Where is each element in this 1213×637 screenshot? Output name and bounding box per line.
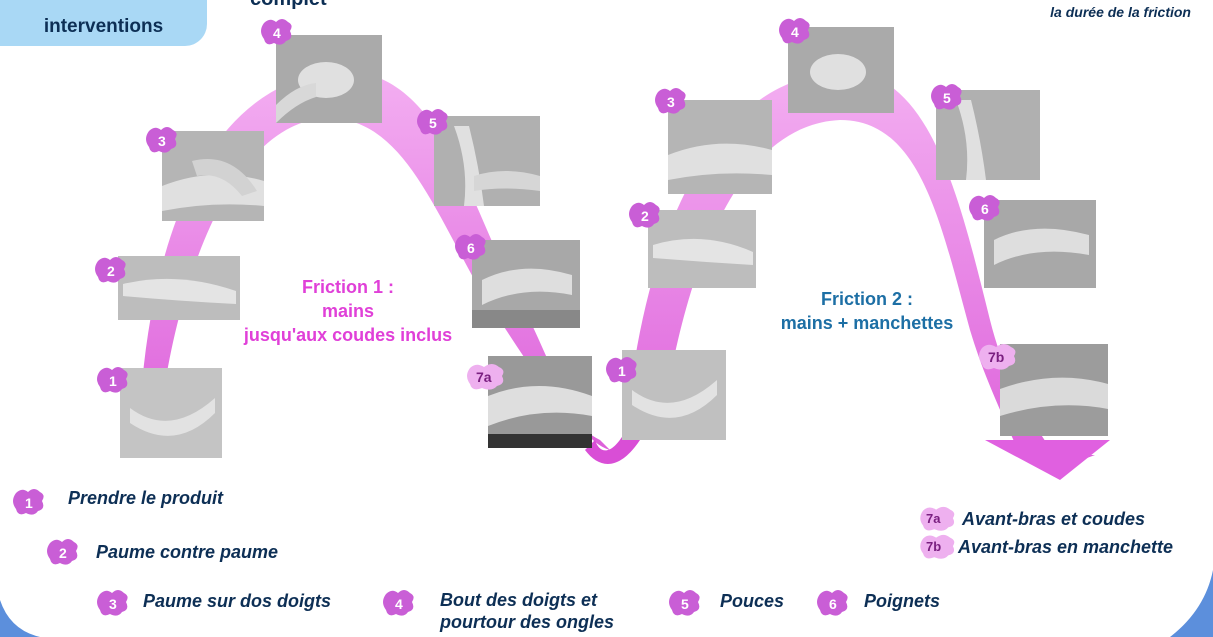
legend-badge-5: 5 — [668, 588, 702, 618]
badge-f2-1-text: 1 — [618, 363, 626, 379]
legend-badge-1: 1 — [12, 487, 46, 517]
badge-f2-4: 4 — [778, 16, 812, 46]
legend-badge-2-text: 2 — [59, 545, 67, 561]
legend-badge-3: 3 — [96, 588, 130, 618]
friction1-title-block: Friction 1 : mains jusqu'aux coudes incl… — [228, 275, 468, 347]
badge-f1-1-text: 1 — [109, 373, 117, 389]
f1-photo-step6 — [472, 240, 580, 328]
legend-badge-2: 2 — [46, 537, 80, 567]
badge-f2-7b: 7b — [978, 342, 1018, 372]
badge-f2-4-text: 4 — [791, 24, 799, 40]
legend-step5-label: Pouces — [720, 591, 784, 612]
legend-step4-line1: Bout des doigts et — [440, 589, 614, 611]
friction2-line2: mains + manchettes — [752, 311, 982, 335]
friction1-title: Friction 1 : — [228, 275, 468, 299]
bottom-right-border — [1170, 570, 1213, 637]
badge-f1-3: 3 — [145, 125, 179, 155]
badge-f1-6-text: 6 — [467, 240, 475, 256]
badge-f1-3-text: 3 — [158, 133, 166, 149]
badge-f2-5-text: 5 — [943, 90, 951, 106]
badge-f2-2: 2 — [628, 200, 662, 230]
legend-step1-label: Prendre le produit — [68, 488, 223, 509]
legend-step4-label: Bout des doigts et pourtour des ongles — [440, 589, 614, 633]
badge-f2-6: 6 — [968, 193, 1002, 223]
badge-f1-7a: 7a — [466, 362, 506, 392]
badge-f2-3-text: 3 — [667, 94, 675, 110]
legend-step6-label: Poignets — [864, 591, 940, 612]
legend-badge-7a-text: 7a — [926, 511, 940, 526]
badge-f1-1: 1 — [96, 365, 130, 395]
bottom-left-border — [0, 600, 40, 637]
arrow-head — [985, 440, 1110, 480]
legend-step2-label: Paume contre paume — [96, 542, 278, 563]
complet-heading: complet — [250, 0, 327, 11]
legend-step7b-label: Avant-bras en manchette — [958, 537, 1173, 558]
f1-photo-step4 — [276, 35, 382, 123]
friction2-title-block: Friction 2 : mains + manchettes — [752, 287, 982, 335]
badge-f1-4: 4 — [260, 17, 294, 47]
badge-f1-7a-text: 7a — [476, 369, 492, 385]
f1-photo-step2 — [118, 256, 240, 320]
interventions-label: interventions — [44, 16, 163, 38]
badge-f1-4-text: 4 — [273, 25, 281, 41]
legend-step7a-label: Avant-bras et coudes — [962, 509, 1145, 530]
friction2-title: Friction 2 : — [752, 287, 982, 311]
legend-badge-5-text: 5 — [681, 596, 689, 612]
badge-f1-2-text: 2 — [107, 263, 115, 279]
f2-photo-step2 — [648, 210, 756, 288]
badge-f1-2: 2 — [94, 255, 128, 285]
badge-f2-1: 1 — [605, 355, 639, 385]
badge-f2-7b-text: 7b — [988, 349, 1004, 365]
legend-badge-4-text: 4 — [395, 596, 403, 612]
legend-badge-7b-text: 7b — [926, 539, 941, 554]
legend-step3-label: Paume sur dos doigts — [143, 591, 331, 612]
duration-note: la durée de la friction — [1050, 4, 1191, 20]
legend-badge-3-text: 3 — [109, 596, 117, 612]
badge-f1-6: 6 — [454, 232, 488, 262]
interventions-box: interventions — [0, 0, 207, 46]
friction1-line2: mains — [228, 299, 468, 323]
legend-badge-7a: 7a — [918, 505, 958, 535]
legend-badge-6-text: 6 — [829, 596, 837, 612]
badge-f2-6-text: 6 — [981, 201, 989, 217]
badge-f2-5: 5 — [930, 82, 964, 112]
badge-f2-2-text: 2 — [641, 208, 649, 224]
legend-badge-6: 6 — [816, 588, 850, 618]
legend-badge-1-text: 1 — [25, 495, 33, 511]
legend-badge-7b: 7b — [918, 533, 958, 563]
badge-f1-5-text: 5 — [429, 115, 437, 131]
friction1-line3: jusqu'aux coudes inclus — [228, 323, 468, 347]
f1-photo-step1 — [120, 368, 222, 458]
legend-badge-4: 4 — [382, 588, 416, 618]
legend-step4-line2: pourtour des ongles — [440, 611, 614, 633]
badge-f1-5: 5 — [416, 107, 450, 137]
badge-f2-3: 3 — [654, 86, 688, 116]
